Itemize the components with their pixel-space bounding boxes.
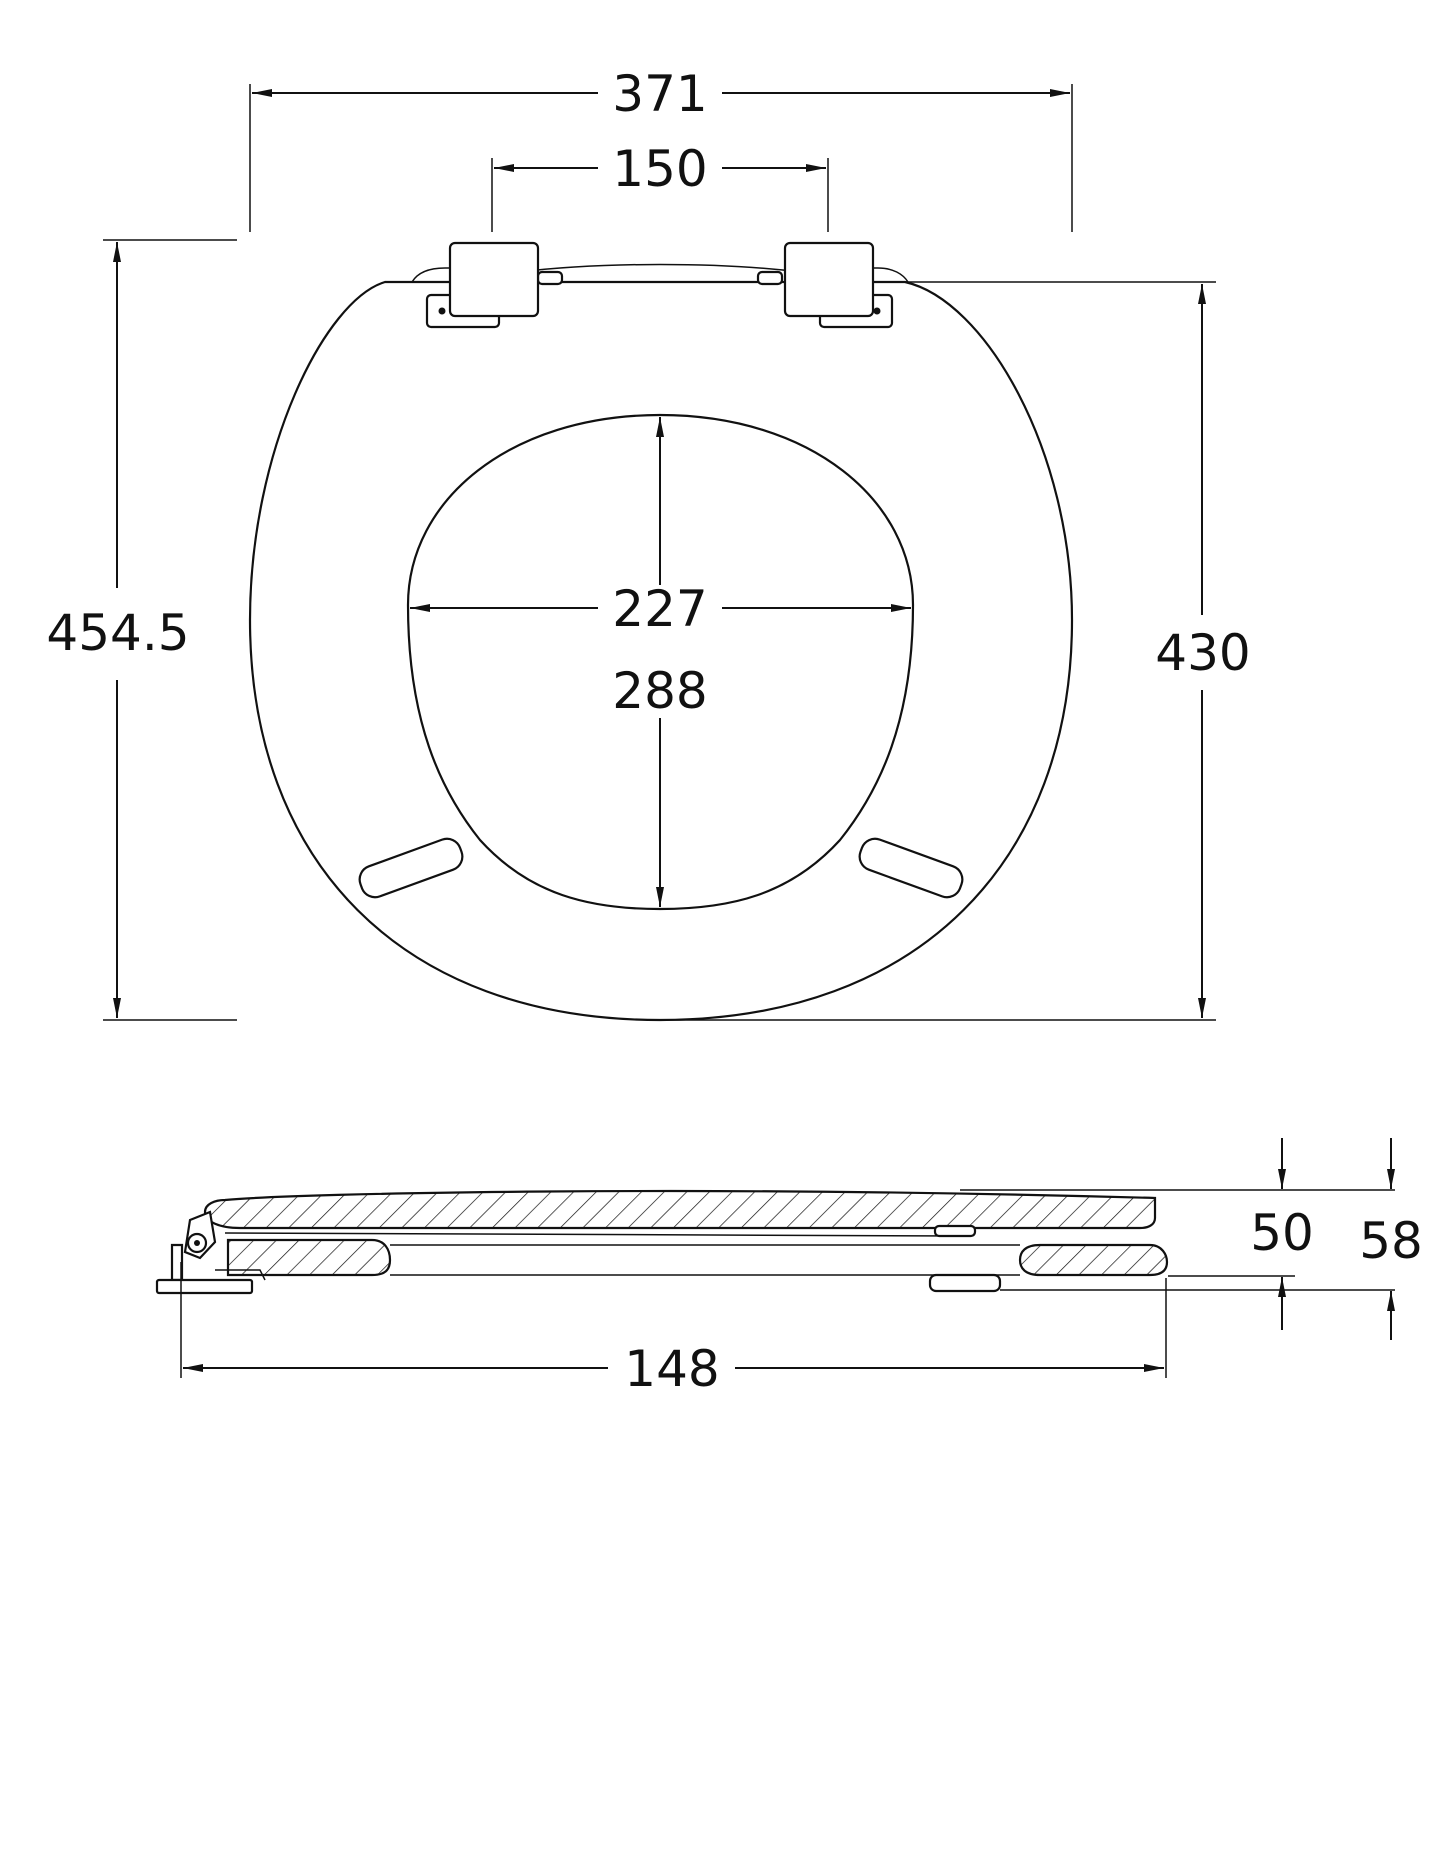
- dimension-depth: 148: [180, 1262, 1167, 1398]
- screw-icon: [873, 307, 881, 315]
- lid-section: [203, 1189, 1157, 1230]
- bumper-left: [358, 837, 464, 899]
- ring-section-right: [1018, 1243, 1169, 1277]
- label-seat-thickness: 50: [1250, 1204, 1314, 1262]
- dimension-seat-length: 430: [660, 281, 1251, 1021]
- side-view: 50 58 148: [155, 1138, 1423, 1398]
- dimension-opening-width: 227: [410, 580, 911, 638]
- hinge-bar: [519, 263, 801, 273]
- dimension-seat-thickness: 50: [1250, 1138, 1314, 1330]
- label-overall-width: 371: [612, 65, 707, 123]
- label-depth: 148: [624, 1340, 719, 1398]
- label-opening-length: 288: [612, 662, 707, 720]
- hinge-left: [425, 241, 540, 329]
- dimension-hinge-spacing: 150: [494, 140, 826, 198]
- ring-section-left: [226, 1238, 392, 1277]
- bumper-right: [858, 837, 964, 899]
- bumper-side: [928, 1273, 1002, 1293]
- dimension-overall-length: 454.5: [46, 239, 237, 1021]
- plan-view: 371 150 454.5 430: [46, 65, 1251, 1022]
- screw-icon: [438, 307, 446, 315]
- label-seat-length: 430: [1155, 624, 1250, 682]
- dimension-overall-width: 371: [252, 65, 1070, 123]
- label-overall-length: 454.5: [46, 604, 189, 662]
- label-hinge-spacing: 150: [612, 140, 707, 198]
- dimension-opening-length: 288: [612, 417, 708, 907]
- seat-opening: [406, 413, 915, 911]
- dimension-overall-height: 58: [1359, 1138, 1423, 1340]
- label-opening-width: 227: [612, 580, 707, 638]
- hinge-right: [783, 241, 894, 329]
- label-overall-height: 58: [1359, 1212, 1423, 1270]
